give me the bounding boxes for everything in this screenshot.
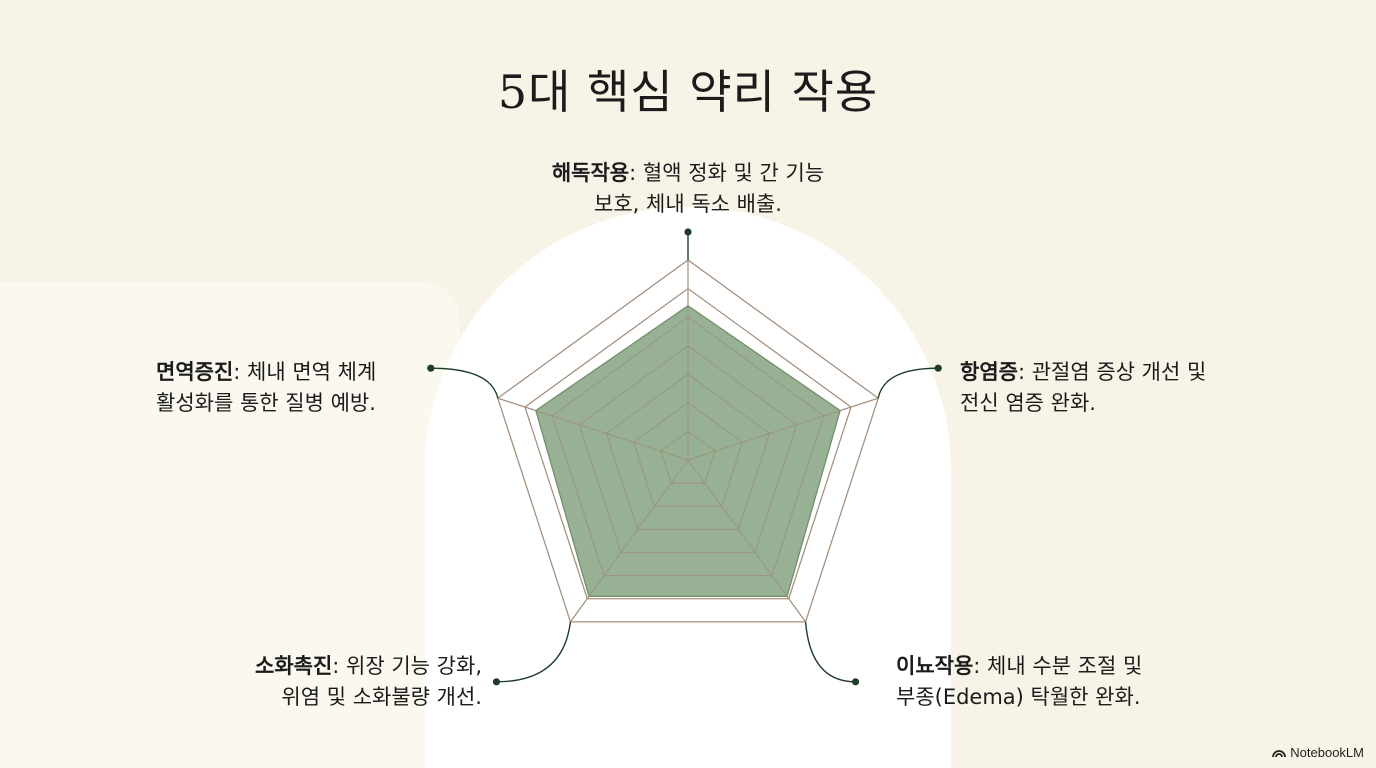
chart-title: 5대 핵심 약리 작용 [497, 65, 879, 119]
brand-label: NotebookLM [1290, 745, 1364, 760]
grid-ring-overlay [551, 316, 825, 577]
axis-label-desc: : 체내 면역 체계 [233, 360, 377, 384]
brand-watermark: NotebookLM [1272, 745, 1364, 760]
grid-spoke-overlay [687, 397, 879, 461]
axis-label-name: 면역증진 [156, 360, 234, 384]
axis-label-desc: 활성화를 통한 질병 예방. [156, 391, 376, 415]
axis-label-desc: : 위장 기능 강화, [332, 654, 482, 678]
label-connectors [427, 228, 942, 686]
connector-line [804, 621, 856, 683]
notebooklm-logo-icon [1272, 750, 1287, 758]
connector-dot [684, 228, 692, 236]
axis-label-desc: 전신 염증 완화. [960, 391, 1096, 415]
axis-label-diuretic: 이뇨작용: 체내 수분 조절 및 부종(Edema) 탁월한 완화. [896, 651, 1142, 713]
axis-label-desc: 위염 및 소화불량 개선. [281, 685, 482, 709]
axis-label-name: 소화촉진 [255, 654, 333, 678]
grid-ring-overlay [578, 345, 798, 553]
connector-dot [492, 678, 501, 686]
grid-spoke-overlay [497, 397, 689, 461]
axis-label-desc: 보호, 체내 독소 배출. [594, 192, 782, 216]
axis-label-desc: : 관절염 증상 개선 및 [1017, 360, 1207, 384]
axis-label-name: 항염증 [960, 360, 1018, 384]
axis-label-digestion: 소화촉진: 위장 기능 강화, 위염 및 소화불량 개선. [150, 651, 482, 713]
connector-dot [934, 364, 942, 372]
axis-label-detox: 해독작용: 혈액 정화 및 간 기능 보호, 체내 독소 배출. [488, 158, 888, 220]
grid-ring-overlay [660, 430, 716, 484]
connector-line [430, 367, 499, 399]
connector-dot [851, 678, 860, 686]
axis-label-anti-inflammation: 항염증: 관절염 증상 개선 및 전신 염증 완화. [960, 357, 1206, 419]
grid-ring-overlay [524, 288, 852, 600]
axis-label-name: 이뇨작용 [896, 654, 974, 678]
radar-series [497, 259, 879, 623]
axis-label-desc: : 혈액 정화 및 간 기능 [629, 161, 825, 185]
grid-spoke-overlay [570, 459, 689, 623]
grid-ring-overlay [633, 402, 743, 507]
axis-label-desc: : 체내 수분 조절 및 [973, 654, 1143, 678]
connector-line [877, 367, 939, 399]
connector-dot [427, 364, 435, 372]
connector-line [496, 621, 572, 683]
grid-ring-overlay [605, 373, 771, 530]
axis-label-name: 해독작용 [551, 161, 630, 185]
axis-label-desc: 부종(Edema) 탁월한 완화. [896, 685, 1141, 709]
grid-spoke-overlay [687, 459, 806, 623]
background-left-panel [0, 282, 460, 768]
grid-ring-overlay [497, 259, 879, 623]
axis-label-immunity: 면역증진: 체내 면역 체계 활성화를 통한 질병 예방. [156, 357, 376, 419]
